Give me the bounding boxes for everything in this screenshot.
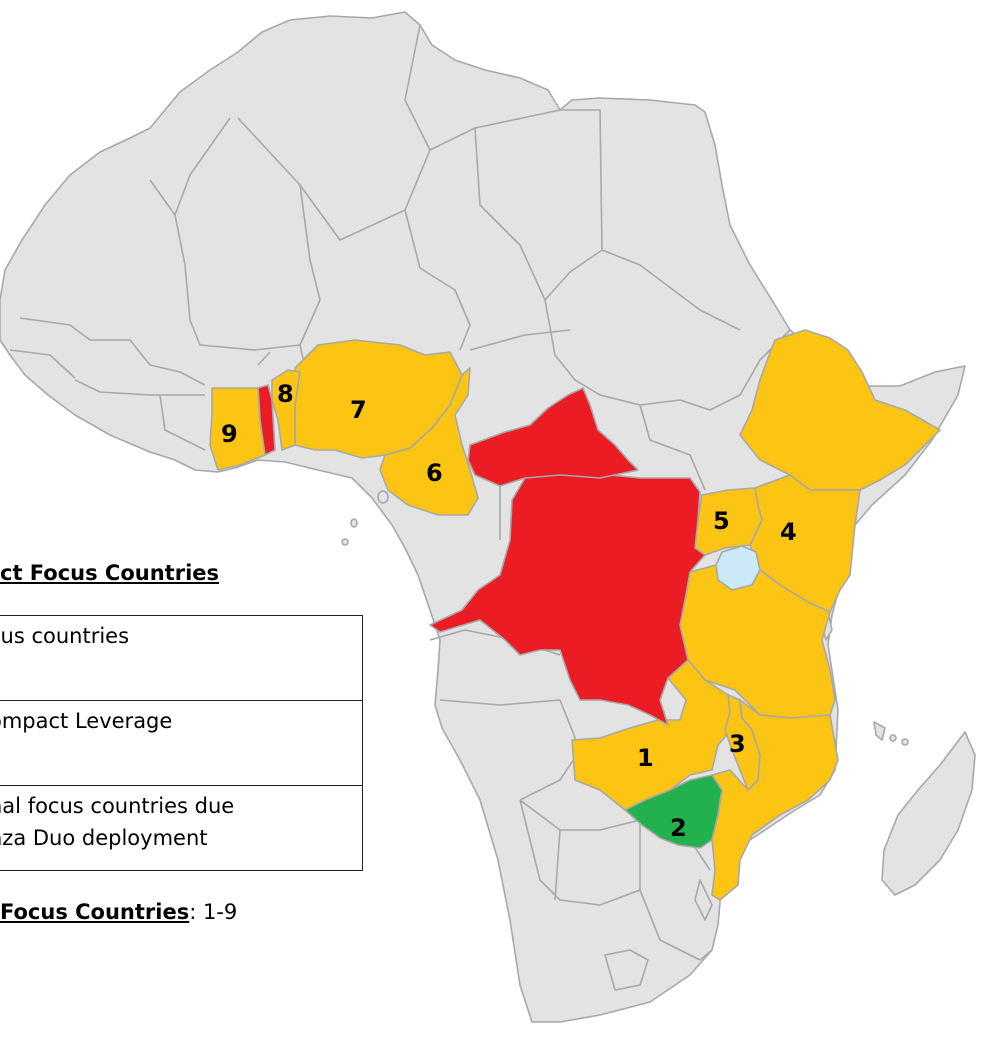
ethiopia-region: [739, 329, 941, 491]
country-label-9: 9: [221, 420, 238, 448]
country-borders: [9, 24, 791, 991]
focus-countries-footer: Focus Countries: 1-9: [0, 900, 237, 924]
legend-row: nal focus countries due nza Duo deployme…: [0, 785, 363, 871]
sao-tome-island: [350, 518, 358, 528]
focus-countries-label: Focus Countries: [0, 900, 190, 924]
mozambique-region: [711, 699, 839, 901]
legend-row-1-text: cus countries: [0, 624, 130, 648]
country-label-2: 2: [670, 814, 687, 842]
legend-title: ct Focus Countries: [0, 561, 220, 585]
legend-cell: nal focus countries due nza Duo deployme…: [0, 785, 363, 871]
annobon-island: [341, 538, 349, 546]
madagascar-island: [881, 731, 976, 896]
legend-row-3-text-line-2: nza Duo deployment: [0, 826, 208, 850]
country-label-5: 5: [713, 507, 730, 535]
country-label-3: 3: [729, 730, 746, 758]
nigeria-region: [294, 339, 463, 459]
benin-region: [271, 369, 301, 451]
legend-cell: ompact Leverage: [0, 700, 363, 786]
focus-countries-value: : 1-9: [189, 900, 238, 924]
legend-row: cus countries: [0, 615, 363, 701]
country-label-7: 7: [350, 396, 367, 424]
car-region: [467, 387, 639, 487]
ghana-region: [209, 387, 266, 471]
africa-landmass: [0, 11, 966, 1023]
comoros-island: [873, 721, 886, 741]
drc-region: [429, 471, 706, 726]
country-label-4: 4: [780, 518, 797, 546]
comoros-island-3: [901, 738, 909, 746]
legend-row: ompact Leverage: [0, 700, 363, 786]
legend-table: cus countries ompact Leverage nal focus …: [0, 615, 363, 871]
country-label-6: 6: [426, 459, 443, 487]
bioko-island: [377, 490, 389, 504]
legend-row-2-text: ompact Leverage: [0, 709, 173, 733]
country-label-8: 8: [277, 380, 294, 408]
comoros-island-2: [889, 734, 897, 742]
country-label-1: 1: [637, 744, 654, 772]
legend-cell: cus countries: [0, 615, 363, 701]
legend-row-3-text-line-1: nal focus countries due: [0, 794, 235, 818]
